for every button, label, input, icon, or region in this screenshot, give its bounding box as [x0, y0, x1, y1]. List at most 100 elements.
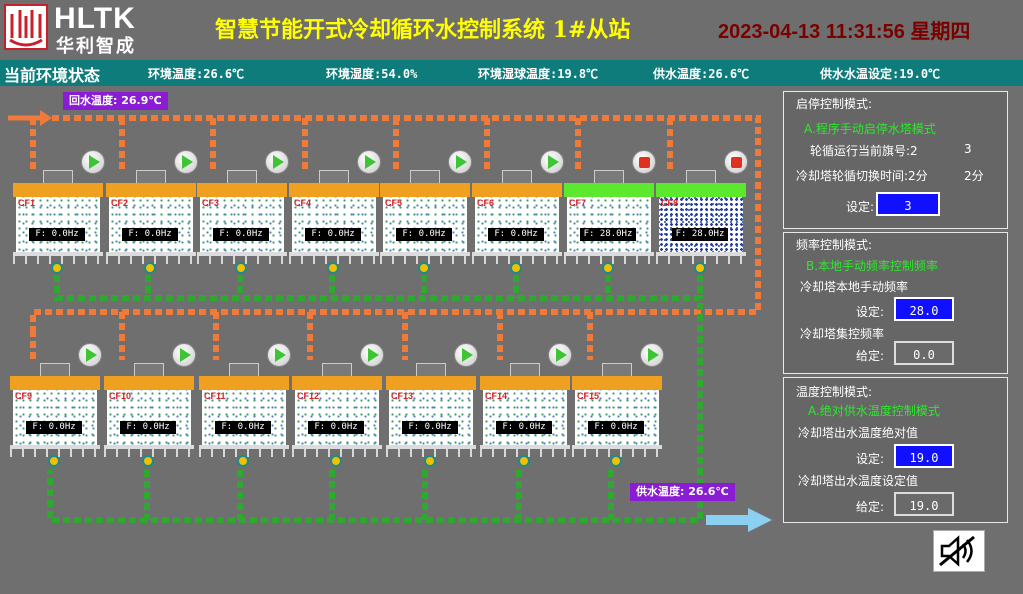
tower-basin [472, 252, 562, 256]
rotation-set-input[interactable]: 3 [876, 192, 940, 216]
tower-fill [483, 390, 567, 445]
tower-frequency: F: 0.0Hz [215, 421, 271, 434]
valve-icon [144, 262, 156, 274]
tower-start-button[interactable] [454, 343, 478, 367]
play-icon [182, 155, 193, 169]
tower-basin [564, 252, 654, 256]
play-icon [548, 155, 559, 169]
valve-icon [510, 262, 522, 274]
tower-name: CF1 [18, 198, 36, 208]
tower-start-button[interactable] [360, 343, 384, 367]
frequency-given-value: 0.0 [894, 341, 954, 365]
valve-icon [424, 455, 436, 467]
tower-name: CF4 [294, 198, 312, 208]
tower-start-button[interactable] [78, 343, 102, 367]
tower-basin [199, 445, 289, 449]
tower-start-button[interactable] [174, 150, 198, 174]
tower-basin [572, 445, 662, 449]
rotation-flag-value: 3 [964, 142, 972, 156]
tower-legs [289, 256, 379, 264]
temperature-heading: 温度控制模式: [796, 385, 873, 399]
tower-name: CF7 [569, 198, 587, 208]
tower-basin [656, 252, 746, 256]
supply-water-pipes [47, 275, 703, 523]
start-stop-mode: A.程序手动启停水塔模式 [804, 122, 936, 136]
stop-icon [730, 156, 742, 168]
frequency-heading: 频率控制模式: [796, 238, 873, 252]
tower-header [480, 376, 570, 390]
tower-name: CF9 [15, 391, 33, 401]
temperature-set-label: 设定: [856, 452, 885, 466]
tower-name: CF14 [485, 391, 508, 401]
outlet-temp-setpoint-label: 冷却塔出水温度设定值 [798, 474, 919, 488]
tower-header [104, 376, 194, 390]
tower-frequency: F: 0.0Hz [396, 228, 452, 241]
valve-icon [694, 262, 706, 274]
supply-water-temperature-tag: 供水温度: 26.6℃ [630, 483, 735, 501]
fan-motor-icon [416, 363, 446, 377]
tower-legs [480, 449, 570, 457]
tower-fill [292, 197, 376, 252]
cooling-tower: CF5 F: 0.0Hz [380, 150, 472, 274]
tower-name: CF3 [202, 198, 220, 208]
tower-legs [10, 449, 100, 457]
supply-water-setpoint: 供水水温设定:19.0℃ [820, 67, 941, 81]
tower-start-button[interactable] [267, 343, 291, 367]
tower-start-button[interactable] [172, 343, 196, 367]
play-icon [648, 348, 659, 362]
tower-name: CF5 [385, 198, 403, 208]
tower-basin [106, 252, 196, 256]
valve-icon [235, 262, 247, 274]
frequency-control-panel: 频率控制模式: B.本地手动频率控制频率 冷却塔本地手动频率 设定: 28.0 … [783, 232, 1008, 374]
return-water-pipes [30, 115, 761, 360]
tower-header [472, 183, 562, 197]
fan-motor-icon [686, 170, 716, 184]
ambient-humidity: 环境湿度:54.0% [326, 67, 418, 81]
tower-start-button[interactable] [448, 150, 472, 174]
start-stop-heading: 启停控制模式: [796, 97, 873, 111]
tower-start-button[interactable] [265, 150, 289, 174]
tower-start-button[interactable] [548, 343, 572, 367]
tower-fill [575, 390, 659, 445]
tower-fill [202, 390, 286, 445]
logo-icon [4, 4, 48, 50]
tower-basin [10, 445, 100, 449]
tower-basin [380, 252, 470, 256]
tower-header [386, 376, 476, 390]
tower-frequency: F: 0.0Hz [120, 421, 176, 434]
tower-name: CF13 [391, 391, 414, 401]
tower-start-button[interactable] [357, 150, 381, 174]
tower-start-button[interactable] [540, 150, 564, 174]
tower-legs [386, 449, 476, 457]
wet-bulb-temperature: 环境湿球温度:19.8℃ [478, 67, 599, 81]
speaker-mute-icon[interactable] [933, 530, 985, 572]
tower-header [197, 183, 287, 197]
tower-frequency: F: 0.0Hz [29, 228, 85, 241]
tower-frequency: F: 28.0Hz [580, 228, 636, 241]
tower-stop-button[interactable] [632, 150, 656, 174]
environment-status-bar [0, 60, 1023, 86]
tower-start-button[interactable] [81, 150, 105, 174]
cooling-tower: CF7 F: 28.0Hz [564, 150, 656, 274]
tower-fill [567, 197, 651, 252]
tower-start-button[interactable] [640, 343, 664, 367]
play-icon [275, 348, 286, 362]
play-icon [556, 348, 567, 362]
frequency-set-input[interactable]: 28.0 [894, 297, 954, 321]
fan-motor-icon [227, 170, 257, 184]
tower-fill [389, 390, 473, 445]
tower-basin [13, 252, 103, 256]
temperature-set-input[interactable]: 19.0 [894, 444, 954, 468]
tower-basin [480, 445, 570, 449]
tower-stop-button[interactable] [724, 150, 748, 174]
tower-frequency: F: 0.0Hz [122, 228, 178, 241]
tower-basin [386, 445, 476, 449]
